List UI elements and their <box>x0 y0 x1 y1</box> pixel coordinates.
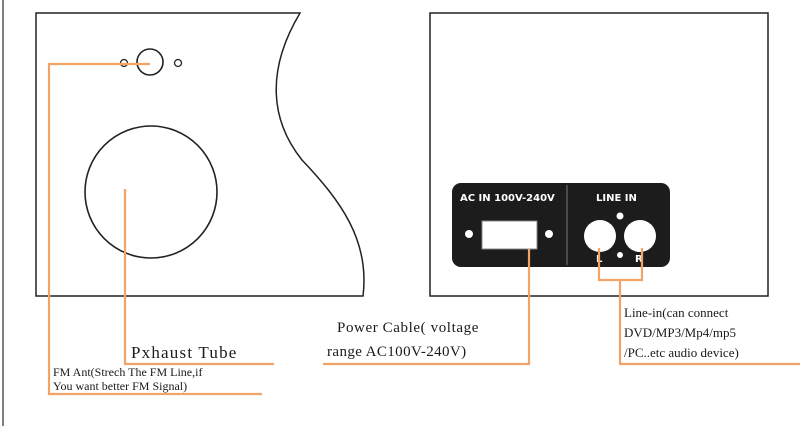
rca-right-label: R <box>635 254 643 265</box>
line-in-leader <box>618 280 800 366</box>
line-in-label: LINE IN <box>596 193 637 204</box>
ac-in-label: AC IN 100V-240V <box>460 193 555 204</box>
line-in-indicator-bottom <box>617 252 623 258</box>
fm-ant-leader <box>47 62 262 396</box>
rca-jack-right <box>624 220 656 252</box>
fm-ant-label-line1: FM Ant(Strech The FM Line,if <box>53 365 202 379</box>
line-in-label-line2: DVD/MP3/Mp4/mp5 <box>624 325 736 340</box>
power-cable-label-line1: Power Cable( voltage <box>337 320 479 336</box>
ac-socket <box>481 220 538 250</box>
line-in-label-line3: /PC..etc audio device) <box>624 345 739 360</box>
fm-ant-label-line2: You want better FM Signal) <box>53 379 187 393</box>
exhaust-tube-leader <box>123 189 274 366</box>
small-hole-right <box>173 58 183 68</box>
line-in-indicator-top <box>616 212 624 220</box>
exhaust-tube-port <box>84 125 218 259</box>
exhaust-tube-label: Pxhaust Tube <box>131 343 238 362</box>
fm-antenna-jack <box>136 48 164 76</box>
ac-screw-right <box>545 230 553 238</box>
power-cable-leader <box>323 249 531 366</box>
power-cable-label-line2: range AC100V-240V) <box>327 344 467 360</box>
ac-screw-left <box>465 230 473 238</box>
rca-jack-left <box>584 220 616 252</box>
line-in-label-line1: Line-in(can connect <box>624 305 729 320</box>
